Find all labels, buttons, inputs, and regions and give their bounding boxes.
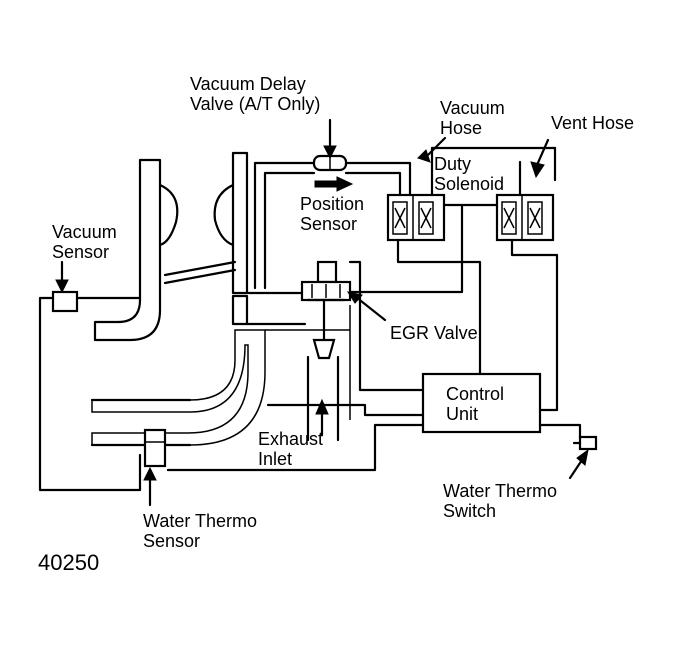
throttle-shaft [163,260,237,285]
duty-solenoid-left [386,193,446,242]
vacuum-delay-valve-label-2: Valve (A/T Only) [190,94,320,114]
vacuum-hose-label-1: Vacuum [440,98,505,118]
control-unit-label-2: Unit [446,404,478,424]
exhaust-inlet-label-1: Exhaust [258,429,323,449]
water-thermo-sensor-label-2: Sensor [143,531,200,551]
flow-direction-arrow [314,176,354,192]
water-thermo-switch-label-2: Switch [443,501,496,521]
intake-manifold [93,158,179,342]
electrical-wiring [38,238,582,492]
egr-valve-label: EGR Valve [390,323,478,343]
water-thermo-switch-label-1: Water Thermo [443,481,557,501]
exhaust-inlet-pipe [306,355,340,442]
control-unit [421,372,542,434]
figure-number: 40250 [38,550,99,575]
water-thermo-switch [572,435,598,451]
vacuum-sensor-label-2: Sensor [52,242,109,262]
control-unit-label-1: Control [446,384,504,404]
vacuum-delay-valve-label-1: Vacuum Delay [190,74,306,94]
exhaust-flow-arrow [315,398,329,437]
duty-solenoid-right [495,193,555,242]
position-sensor-label-1: Position [300,194,364,214]
vacuum-sensor-label-1: Vacuum [52,222,117,242]
callout-pointers [55,118,589,507]
egr-valve [300,260,352,360]
duty-solenoid-label-1: Duty [434,154,471,174]
exhaust-inlet-label-2: Inlet [258,449,292,469]
water-thermo-sensor [143,428,167,468]
vacuum-hose-routing [253,146,557,294]
vent-hose-label: Vent Hose [551,113,634,133]
exhaust-manifold [90,151,307,447]
vacuum-hose-label-2: Hose [440,118,482,138]
position-sensor-label-2: Sensor [300,214,357,234]
vacuum-sensor [51,290,79,313]
water-thermo-sensor-label-1: Water Thermo [143,511,257,531]
duty-solenoid-label-2: Solenoid [434,174,504,194]
